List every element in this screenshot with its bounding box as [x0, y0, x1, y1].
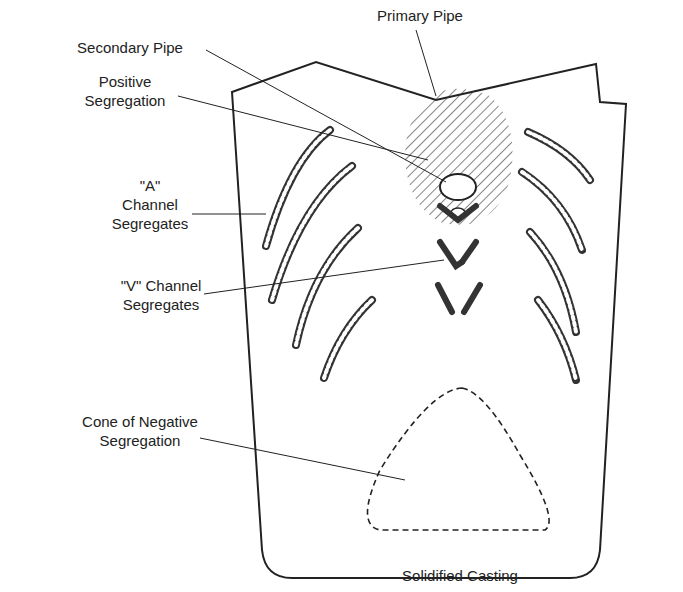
- v-channel-segregates: [438, 206, 480, 312]
- part-label: Primary Pipe: [330, 6, 510, 25]
- ingot-outline: [232, 62, 626, 578]
- negative-segregation-cone: [368, 388, 550, 530]
- part-label: "V" Channel Segregates: [120, 276, 202, 314]
- a-channel-segregates: [266, 130, 590, 380]
- part-label: Secondary Pipe: [50, 38, 210, 57]
- part-label: Positive Segregation: [70, 72, 180, 110]
- part-label: Cone of Negative Segregation: [80, 412, 200, 450]
- leader-lines: [178, 30, 446, 480]
- part-label: "A" Channel Segregates: [110, 176, 190, 233]
- secondary-pipe: [440, 174, 476, 200]
- caption: Solidified Casting: [330, 566, 590, 585]
- positive-segregation-zone: [405, 89, 513, 225]
